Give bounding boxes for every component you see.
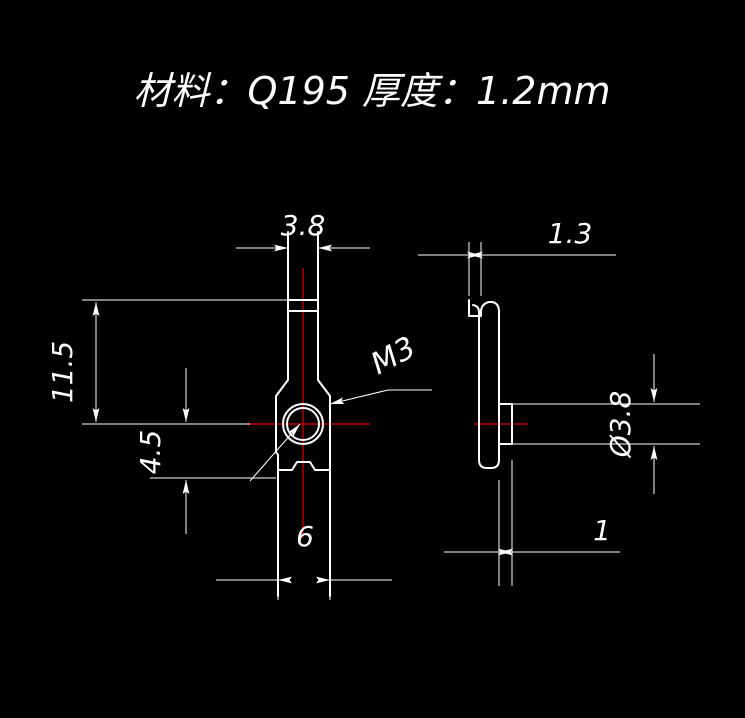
thread-hole-inner-circle <box>286 407 320 441</box>
thread-hole-outer-circle <box>282 403 324 445</box>
side-view-outline <box>468 299 500 469</box>
leader-line-m3-lower <box>249 423 301 482</box>
dim-label-d3-8: Ø3.8 <box>604 391 637 459</box>
dim-label-3-8: 3.8 <box>281 209 326 242</box>
leader-line-m3-upper <box>329 389 389 405</box>
dim-label-1: 1 <box>593 514 611 547</box>
side-view-boss <box>498 403 513 445</box>
side-view-group: 1.3 Ø3.8 1 <box>418 217 700 586</box>
dim-label-1-3: 1.3 <box>548 217 593 250</box>
dim-label-6: 6 <box>296 520 314 553</box>
dim-label-4-5: 4.5 <box>134 430 167 475</box>
title-text: 材料：Q195 厚度：1.2mm <box>134 69 611 113</box>
front-view-outline <box>275 231 331 471</box>
note-label-m3: M3 <box>365 330 421 382</box>
dim-label-11-5: 11.5 <box>46 341 79 403</box>
front-view-group: 3.8 11.5 4.5 6 M3 <box>46 209 432 600</box>
